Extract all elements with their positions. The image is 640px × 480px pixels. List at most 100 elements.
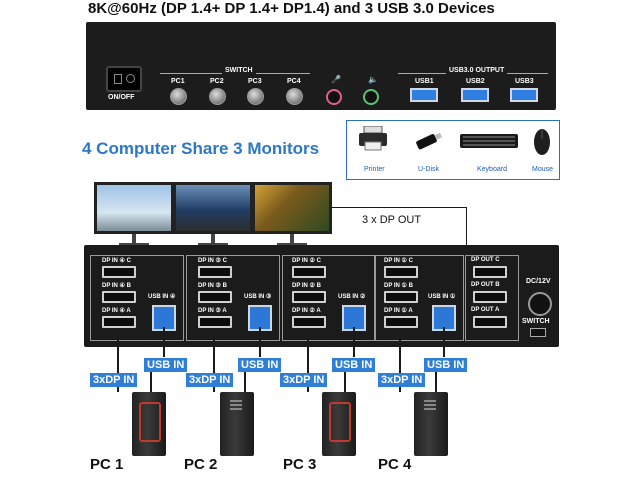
dp-out-b-label: DP OUT B bbox=[471, 282, 500, 288]
dp-in-1c-port[interactable] bbox=[384, 266, 418, 278]
input-section-1 bbox=[374, 255, 464, 341]
usb1-label: USB1 bbox=[415, 78, 434, 85]
remote-switch-label: SWITCH bbox=[522, 318, 550, 325]
monitor-2-base bbox=[198, 243, 228, 246]
dp-in-2c-port[interactable] bbox=[292, 266, 326, 278]
dp-in-3b-port[interactable] bbox=[198, 291, 232, 303]
power-switch[interactable] bbox=[106, 66, 142, 92]
pc1-tower bbox=[132, 392, 166, 456]
usb-in-2-label: USB IN ② bbox=[338, 294, 366, 300]
remote-switch-port[interactable] bbox=[530, 328, 546, 337]
pc3-button-label: PC3 bbox=[248, 78, 262, 85]
pc4-tower bbox=[414, 392, 448, 456]
pc1-button[interactable] bbox=[170, 88, 187, 105]
dp-in-3b-label: DP IN ③ B bbox=[198, 283, 227, 289]
dc-power-port[interactable] bbox=[528, 292, 552, 316]
cable-dp-2 bbox=[213, 336, 215, 392]
pc2-label: PC 2 bbox=[184, 456, 218, 473]
cable-usb-4b bbox=[435, 372, 437, 392]
cable-usb-3b bbox=[344, 372, 346, 392]
output-section bbox=[465, 255, 519, 341]
cable-usb-4 bbox=[443, 327, 445, 357]
pc4-label: PC 4 bbox=[378, 456, 412, 473]
dp-in-1b-port[interactable] bbox=[384, 291, 418, 303]
section-heading: 4 Computer Share 3 Monitors bbox=[82, 139, 320, 158]
pc3-tower bbox=[322, 392, 356, 456]
usb3-port[interactable] bbox=[510, 88, 538, 102]
dc-power-label: DC/12V bbox=[526, 278, 551, 285]
dp-in-3c-port[interactable] bbox=[198, 266, 232, 278]
dp-in-1a-label: DP IN ① A bbox=[384, 308, 413, 314]
dp-out-line-v bbox=[466, 207, 467, 245]
dp-in-2a-port[interactable] bbox=[292, 316, 326, 328]
usb3-label: USB3 bbox=[515, 78, 534, 85]
power-label: ON/OFF bbox=[108, 94, 135, 101]
speaker-icon: 🔈 bbox=[368, 75, 378, 84]
usb1-port[interactable] bbox=[410, 88, 438, 102]
pc3-label: PC 3 bbox=[283, 456, 317, 473]
input-section-4 bbox=[90, 255, 184, 341]
page-title: 8K@60Hz (DP 1.4+ DP 1.4+ DP1.4) and 3 US… bbox=[88, 0, 495, 17]
dp-out-label: 3 x DP OUT bbox=[362, 214, 422, 226]
dp-in-chip-4: 3xDP IN bbox=[378, 373, 426, 387]
printer-icon bbox=[358, 125, 388, 152]
peripheral-mouse-label: Mouse bbox=[532, 166, 554, 173]
cable-dp-1 bbox=[117, 336, 119, 392]
dp-out-b-port[interactable] bbox=[473, 291, 507, 303]
usb-in-chip-3: USB IN bbox=[332, 358, 376, 372]
dp-in-1a-port[interactable] bbox=[384, 316, 418, 328]
dp-in-2b-port[interactable] bbox=[292, 291, 326, 303]
cable-usb-3 bbox=[353, 327, 355, 357]
pc3-button[interactable] bbox=[247, 88, 264, 105]
cable-usb-1 bbox=[163, 327, 165, 357]
dp-in-1b-label: DP IN ① B bbox=[384, 283, 413, 289]
usb-in-4-port[interactable] bbox=[152, 305, 176, 331]
pc1-label: PC 1 bbox=[90, 456, 124, 473]
dp-out-c-port[interactable] bbox=[473, 266, 507, 278]
usb-in-chip-4: USB IN bbox=[424, 358, 468, 372]
dp-in-4a-port[interactable] bbox=[102, 316, 136, 328]
pc2-button[interactable] bbox=[209, 88, 226, 105]
pc1-button-label: PC1 bbox=[171, 78, 185, 85]
dp-in-3a-port[interactable] bbox=[198, 316, 232, 328]
usb-in-chip-2: USB IN bbox=[238, 358, 282, 372]
cable-usb-2b bbox=[244, 372, 246, 392]
monitor-2-stand bbox=[211, 234, 215, 244]
switch-group-label: SWITCH bbox=[222, 67, 256, 74]
monitor-3-base bbox=[277, 243, 307, 246]
usb-in-3-port[interactable] bbox=[248, 305, 272, 331]
pc2-button-label: PC2 bbox=[210, 78, 224, 85]
keyboard-icon bbox=[460, 132, 518, 150]
dp-in-4a-label: DP IN ④ A bbox=[102, 308, 131, 314]
dp-in-3c-label: DP IN ③ C bbox=[198, 258, 227, 264]
peripheral-printer-label: Printer bbox=[364, 166, 385, 173]
monitor-3 bbox=[252, 182, 332, 234]
dp-in-4b-port[interactable] bbox=[102, 291, 136, 303]
usb-in-4-label: USB IN ④ bbox=[148, 294, 176, 300]
pc4-button[interactable] bbox=[286, 88, 303, 105]
peripheral-keyboard-label: Keyboard bbox=[477, 166, 507, 173]
dp-in-chip-1: 3xDP IN bbox=[90, 373, 138, 387]
microphone-icon: 🎤 bbox=[331, 75, 341, 84]
monitor-1-stand bbox=[132, 234, 136, 244]
usb2-port[interactable] bbox=[461, 88, 489, 102]
monitor-1 bbox=[94, 182, 174, 234]
dp-out-a-label: DP OUT A bbox=[471, 307, 500, 313]
monitor-2 bbox=[173, 182, 253, 234]
input-section-2 bbox=[282, 255, 376, 341]
dp-in-chip-2: 3xDP IN bbox=[186, 373, 234, 387]
monitor-3-stand bbox=[290, 234, 294, 244]
dp-in-2c-label: DP IN ② C bbox=[292, 258, 321, 264]
usb-output-label: USB3.0 OUTPUT bbox=[446, 67, 508, 74]
pc2-tower bbox=[220, 392, 254, 456]
usb-in-3-label: USB IN ③ bbox=[244, 294, 272, 300]
dp-in-4c-port[interactable] bbox=[102, 266, 136, 278]
audio-jack[interactable] bbox=[363, 89, 379, 105]
dp-in-2b-label: DP IN ② B bbox=[292, 283, 321, 289]
dp-out-c-label: DP OUT C bbox=[471, 257, 500, 263]
dp-in-chip-3: 3xDP IN bbox=[280, 373, 328, 387]
input-section-3 bbox=[186, 255, 280, 341]
monitor-1-base bbox=[119, 243, 149, 246]
mic-jack[interactable] bbox=[326, 89, 342, 105]
dp-out-a-port[interactable] bbox=[473, 316, 507, 328]
